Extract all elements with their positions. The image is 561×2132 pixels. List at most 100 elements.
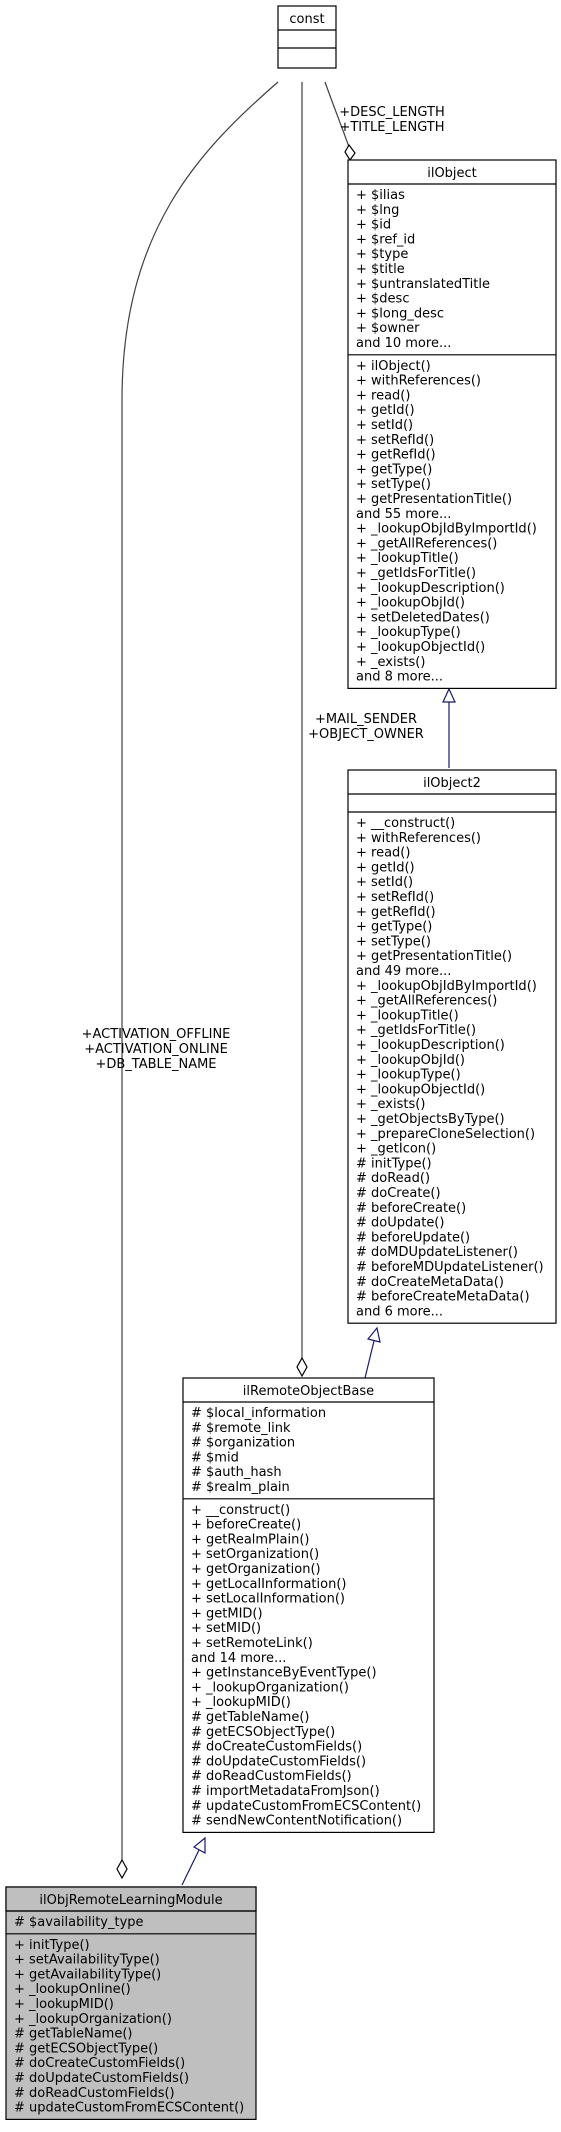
class-method: + setType() xyxy=(356,477,431,492)
class-method: # getECSObjectType() xyxy=(14,2041,158,2056)
class-method: + setType() xyxy=(356,934,431,949)
class-method: + withReferences() xyxy=(356,831,481,846)
edge-label-line: +ACTIVATION_ONLINE xyxy=(84,1042,228,1057)
class-attribute: + $lng xyxy=(356,203,399,218)
class-ilobject2[interactable]: ilObject2+ __construct()+ withReferences… xyxy=(347,769,557,1324)
class-method: and 14 more... xyxy=(191,1651,286,1666)
class-method: + getPresentationTitle() xyxy=(356,949,512,964)
class-ilobjremotelearningmodule[interactable]: ilObjRemoteLearningModule# $availability… xyxy=(5,1886,257,2120)
class-attribute: # $local_information xyxy=(191,1406,326,1421)
class-method: + _getIdsForTitle() xyxy=(356,566,476,581)
class-method: + _lookupObjIdByImportId() xyxy=(356,522,537,537)
class-method: # beforeMDUpdateListener() xyxy=(356,1260,544,1275)
class-method: + getType() xyxy=(356,920,432,935)
edge-label-line: +DESC_LENGTH xyxy=(339,105,444,120)
class-method: + setRefId() xyxy=(356,433,434,448)
edge-label-line: +OBJECT_OWNER xyxy=(308,727,424,742)
class-method: + getRealmPlain() xyxy=(191,1532,309,1547)
class-attribute: # $mid xyxy=(191,1450,239,1465)
class-method: + getPresentationTitle() xyxy=(356,492,512,507)
class-method: + beforeCreate() xyxy=(191,1518,301,1533)
class-method: + _lookupOnline() xyxy=(14,1982,131,1997)
class-method: # getTableName() xyxy=(14,2027,133,2042)
class-method: + ilObject() xyxy=(356,359,431,374)
class-method: # getTableName() xyxy=(191,1710,310,1725)
class-method: + _getAllReferences() xyxy=(356,536,497,551)
class-method: + setId() xyxy=(356,875,413,890)
class-method: # doCreateCustomFields() xyxy=(14,2056,185,2071)
class-method: + _lookupTitle() xyxy=(356,551,459,566)
class-method: and 55 more... xyxy=(356,507,451,522)
class-method: # sendNewContentNotification() xyxy=(191,1814,402,1829)
class-method: + _lookupObjId() xyxy=(356,1053,465,1068)
class-method: # doMDUpdateListener() xyxy=(356,1245,518,1260)
class-method: + getType() xyxy=(356,462,432,477)
class-attribute: + $ilias xyxy=(356,188,405,203)
class-method: # doReadCustomFields() xyxy=(14,2086,175,2101)
class-method: + getId() xyxy=(356,403,415,418)
class-attribute: # $realm_plain xyxy=(191,1480,290,1495)
class-attribute: + $title xyxy=(356,262,405,277)
class-attribute: and 10 more... xyxy=(356,336,451,351)
class-method: + setOrganization() xyxy=(191,1547,319,1562)
class-method: + initType() xyxy=(14,1938,90,1953)
class-method: # beforeCreateMetaData() xyxy=(356,1290,530,1305)
class-method: + _lookupType() xyxy=(356,1068,461,1083)
class-method: # doUpdate() xyxy=(356,1216,444,1231)
class-method: + _lookupOrganization() xyxy=(191,1680,349,1695)
edge-label-line: +ACTIVATION_OFFLINE xyxy=(82,1027,231,1042)
class-method: + getRefId() xyxy=(356,448,436,463)
class-method: # doUpdateCustomFields() xyxy=(14,2071,189,2086)
class-method: + getRefId() xyxy=(356,905,436,920)
class-attribute: + $untranslatedTitle xyxy=(356,277,490,292)
class-box xyxy=(347,769,557,1324)
class-attribute: + $owner xyxy=(356,321,420,336)
class-method: + _lookupType() xyxy=(356,625,461,640)
class-box xyxy=(347,159,557,690)
class-method: + _lookupObjectId() xyxy=(356,1082,485,1097)
class-method: + _prepareCloneSelection() xyxy=(356,1127,535,1142)
edge-const-ilobject: +DESC_LENGTH +TITLE_LENGTH xyxy=(324,81,445,162)
class-method: + getMID() xyxy=(191,1606,263,1621)
edge-const-ilremoteobjectbase: +MAIL_SENDER +OBJECT_OWNER xyxy=(296,82,424,1378)
class-const[interactable]: const xyxy=(277,5,337,69)
class-name: ilObject xyxy=(427,166,477,181)
class-method: + _lookupObjIdByImportId() xyxy=(356,979,537,994)
class-method: + getAvailabilityType() xyxy=(14,1967,161,1982)
class-attribute: + $type xyxy=(356,247,408,262)
class-method: # doCreate() xyxy=(356,1186,441,1201)
class-attribute: + $ref_id xyxy=(356,232,415,247)
edge-const-ilobjremotelearningmodule: +ACTIVATION_OFFLINE +ACTIVATION_ONLINE +… xyxy=(82,81,279,1880)
class-method: + setAvailabilityType() xyxy=(14,1953,160,1968)
class-method: + getLocalInformation() xyxy=(191,1577,346,1592)
class-attribute: + $id xyxy=(356,218,391,233)
class-attribute: + $long_desc xyxy=(356,306,444,321)
class-method: # doCreateCustomFields() xyxy=(191,1740,362,1755)
class-method: # beforeUpdate() xyxy=(356,1230,470,1245)
class-method: + __construct() xyxy=(356,816,455,831)
class-method: + _getAllReferences() xyxy=(356,994,497,1009)
class-method: # beforeCreate() xyxy=(356,1201,466,1216)
edge-ilobjremotelearningmodule-ilremoteobjectbase xyxy=(181,1836,206,1886)
class-box xyxy=(182,1377,435,1833)
class-ilremoteobjectbase[interactable]: ilRemoteObjectBase# $local_information# … xyxy=(182,1377,435,1833)
class-ilobject[interactable]: ilObject+ $ilias+ $lng+ $id+ $ref_id+ $t… xyxy=(347,159,557,690)
class-method: + _exists() xyxy=(356,1097,425,1112)
class-attribute: # $auth_hash xyxy=(191,1465,282,1480)
class-method: and 6 more... xyxy=(356,1304,443,1319)
class-method: # getECSObjectType() xyxy=(191,1725,335,1740)
class-method: + setRefId() xyxy=(356,890,434,905)
class-method: + setDeletedDates() xyxy=(356,610,490,625)
class-method: + setLocalInformation() xyxy=(191,1592,345,1607)
class-method: + _lookupDescription() xyxy=(356,581,505,596)
class-attribute: # $remote_link xyxy=(191,1421,291,1436)
class-method: # updateCustomFromECSContent() xyxy=(191,1799,421,1814)
class-attribute: + $desc xyxy=(356,292,409,307)
class-method: + _lookupTitle() xyxy=(356,1008,459,1023)
class-method: # doReadCustomFields() xyxy=(191,1769,352,1784)
edge-ilremoteobjectbase-ilobject2 xyxy=(364,1326,381,1379)
class-method: + withReferences() xyxy=(356,374,481,389)
class-method: + _lookupObjId() xyxy=(356,596,465,611)
class-method: + _lookupOrganization() xyxy=(14,2012,172,2027)
